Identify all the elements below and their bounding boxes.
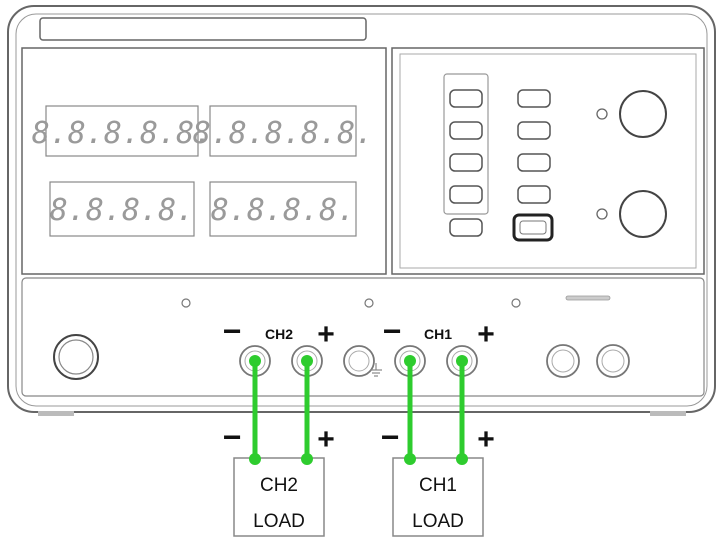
panel-button-r1[interactable] bbox=[517, 89, 551, 108]
label-strip bbox=[39, 17, 367, 41]
screw-2 bbox=[364, 298, 374, 308]
panel-button-l1[interactable] bbox=[449, 89, 483, 108]
foot-left bbox=[38, 411, 74, 416]
ch1-load-plus: + bbox=[477, 423, 495, 456]
panel-button-r2[interactable] bbox=[517, 121, 551, 140]
display-ch1-current-digits: 8.8.8.8. bbox=[211, 193, 356, 228]
wire-endpoints bbox=[249, 355, 468, 465]
control-panel-inner bbox=[399, 53, 697, 269]
indicator-led-1 bbox=[596, 108, 608, 120]
wires bbox=[252, 358, 465, 462]
button-group-frame bbox=[443, 73, 489, 215]
ch1-load-minus: − bbox=[381, 419, 400, 455]
ch2-load-line1: CH2 bbox=[260, 475, 298, 496]
ground-jack[interactable] bbox=[343, 345, 375, 377]
display-ch1-voltage-digits: 8.8.8.8.8. bbox=[193, 116, 374, 151]
current-knob[interactable] bbox=[619, 190, 667, 238]
ch2-load-line2: LOAD bbox=[253, 511, 305, 532]
aux-jack-2[interactable] bbox=[596, 344, 630, 378]
ch1-load-line1: CH1 bbox=[419, 475, 457, 496]
display-ch2-current-digits: 8.8.8.8. bbox=[50, 193, 195, 228]
lower-panel bbox=[21, 277, 705, 397]
display-ch2-current: 8.8.8.8. bbox=[49, 181, 195, 237]
ch1-terminal-minus: − bbox=[383, 313, 402, 349]
button-column-left[interactable] bbox=[449, 89, 483, 237]
panel-button-l4[interactable] bbox=[449, 185, 483, 204]
ch1-load-box: CH1 LOAD bbox=[392, 457, 484, 537]
ch2-terminal-label: CH2 bbox=[265, 326, 293, 342]
indicator-led-2 bbox=[596, 208, 608, 220]
screw-1 bbox=[181, 298, 191, 308]
ch2-terminal-minus: − bbox=[223, 313, 242, 349]
voltage-knob[interactable] bbox=[619, 90, 667, 138]
display-ch1-voltage: 8.8.8.8.8. bbox=[193, 105, 374, 157]
foot-right bbox=[650, 411, 686, 416]
display-ch1-current: 8.8.8.8. bbox=[209, 181, 357, 237]
screw-3 bbox=[511, 298, 521, 308]
display-ch2-voltage-digits: 8.8.8.8.8. bbox=[32, 116, 213, 151]
aux-jack-1[interactable] bbox=[546, 344, 580, 378]
display-panel bbox=[21, 47, 387, 275]
ch2-load-plus: + bbox=[317, 423, 335, 456]
chassis-inner bbox=[15, 13, 708, 407]
panel-button-l5[interactable] bbox=[449, 218, 483, 237]
panel-button-r3[interactable] bbox=[517, 153, 551, 172]
ch2-load-box: CH2 LOAD bbox=[233, 457, 325, 537]
small-slot bbox=[565, 295, 611, 301]
ch1-terminal-plus: + bbox=[477, 318, 495, 351]
ch1-terminal-label: CH1 bbox=[424, 326, 452, 342]
display-ch2-voltage: 8.8.8.8.8. bbox=[32, 105, 213, 157]
ch1-load-line2: LOAD bbox=[412, 511, 464, 532]
button-column-right[interactable] bbox=[512, 89, 554, 242]
panel-button-r4[interactable] bbox=[517, 185, 551, 204]
panel-button-l2[interactable] bbox=[449, 121, 483, 140]
panel-button-l3[interactable] bbox=[449, 153, 483, 172]
ch2-load-minus: − bbox=[223, 419, 242, 455]
ch2-terminal-plus: + bbox=[317, 318, 335, 351]
power-switch[interactable] bbox=[53, 334, 99, 380]
ground-icon bbox=[370, 363, 382, 377]
